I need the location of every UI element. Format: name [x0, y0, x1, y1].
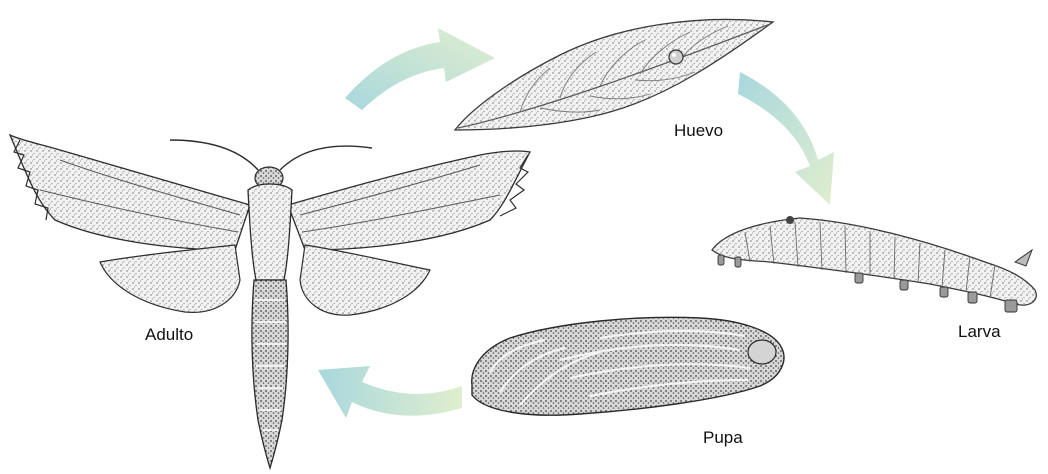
egg-icon — [669, 50, 683, 64]
arrow-egg-to-larva — [738, 72, 834, 205]
stage-label-adult: Adulto — [145, 325, 193, 345]
stage-label-larva: Larva — [958, 322, 1001, 342]
arrow-adult-to-egg — [345, 28, 495, 110]
leaf-with-egg-illustration — [455, 19, 773, 130]
stage-label-pupa: Pupa — [703, 428, 743, 448]
pupa-illustration — [472, 317, 784, 415]
stage-label-egg: Huevo — [674, 121, 723, 141]
arrow-pupa-to-adult — [318, 366, 462, 418]
caterpillar-illustration — [712, 216, 1036, 312]
moth-illustration — [10, 135, 530, 468]
